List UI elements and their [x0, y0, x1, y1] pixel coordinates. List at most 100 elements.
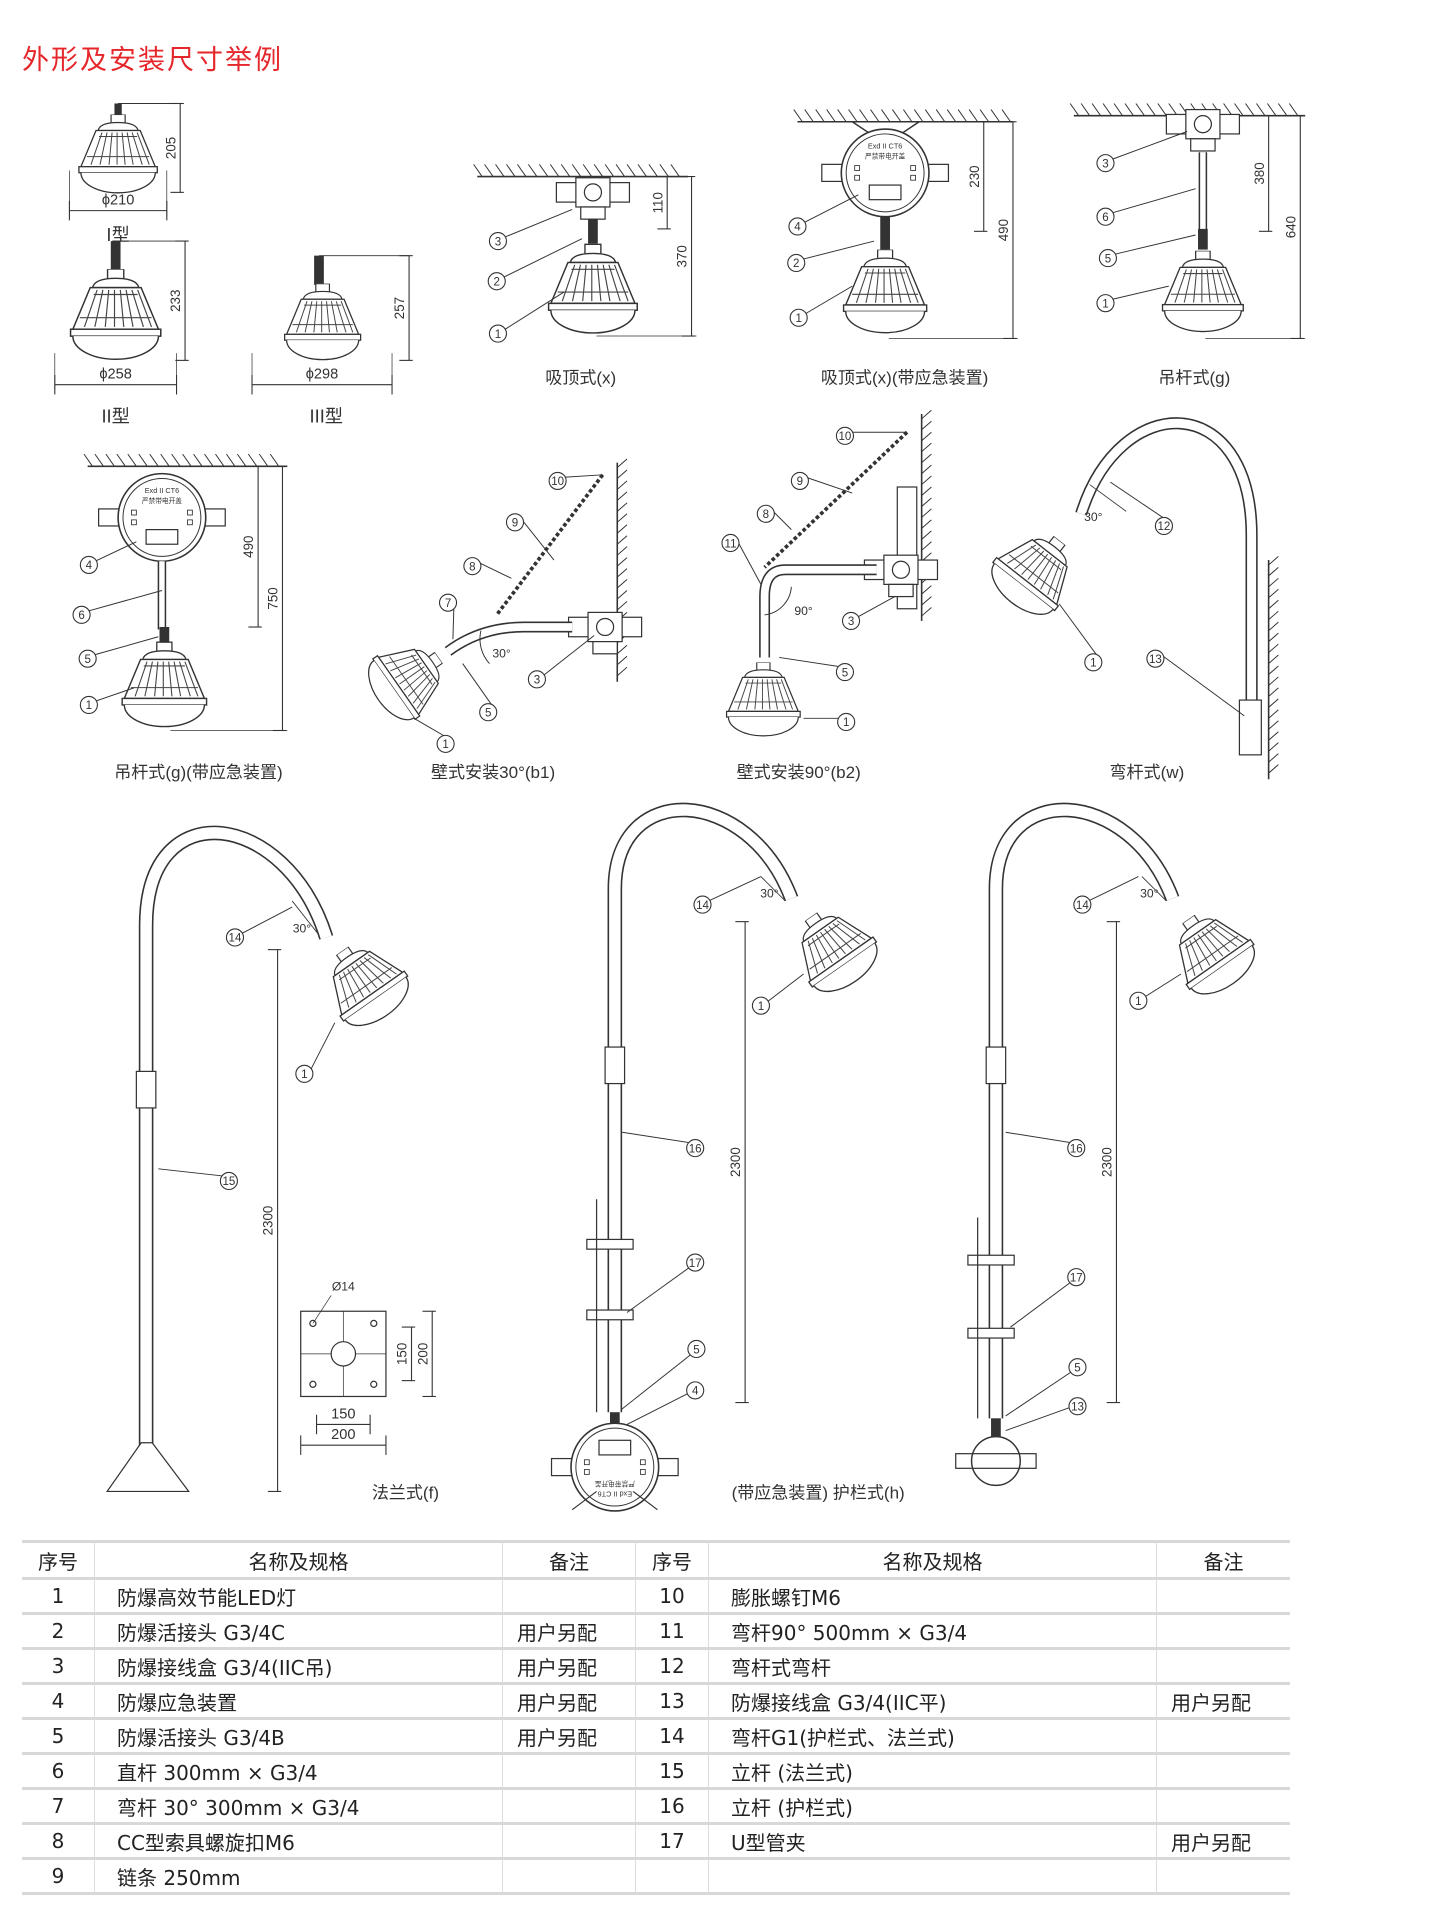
part-number: 8: [22, 1822, 95, 1860]
part-name: 防爆应急装置: [94, 1682, 503, 1720]
part-number: 2: [22, 1612, 95, 1650]
pole-joint: [985, 1046, 1007, 1085]
callout-number: 10: [551, 476, 564, 488]
dimension-value: 750: [266, 587, 281, 609]
part-number: 13: [635, 1682, 709, 1720]
ceiling-hatch: [149, 453, 159, 467]
part-name: 防爆高效节能LED灯: [94, 1577, 503, 1615]
wall-hatch: [921, 519, 932, 529]
part-note: 用户另配: [502, 1647, 636, 1685]
led-lamp-icon: [1161, 250, 1244, 333]
callout-circle: [789, 308, 808, 327]
ceiling-hatch: [979, 109, 990, 123]
callout-number: 4: [86, 560, 93, 572]
callout-number: 1: [495, 329, 501, 341]
callout-circle: [1096, 294, 1115, 313]
bolt-hole-icon: [309, 1380, 317, 1388]
ceiling-hatch: [1069, 103, 1080, 116]
part-name: 弯杆G1(护栏式、法兰式): [708, 1717, 1157, 1755]
wall-hatch: [1268, 577, 1279, 588]
wall-hatch: [1268, 731, 1279, 741]
callout-leader: [856, 596, 896, 618]
figure-caption: 法兰式(f): [372, 1484, 439, 1503]
ceiling-hatch: [193, 453, 203, 467]
dimension-value: 110: [650, 192, 665, 213]
ceiling-hatch: [848, 109, 858, 123]
callout-number: 1: [86, 700, 92, 712]
hole-diameter: Ø14: [332, 1280, 355, 1294]
dimension-value: 2300: [261, 1206, 276, 1236]
ceiling-hatch: [258, 453, 269, 467]
callout-circle: [78, 649, 97, 668]
callout-leader: [503, 291, 564, 331]
callout-number: 1: [1135, 996, 1141, 1008]
ceiling-hatch: [247, 453, 258, 467]
wall-hatch: [921, 442, 932, 453]
wall-hatch: [1268, 687, 1279, 697]
page-title: 外形及安装尺寸举例: [22, 45, 283, 76]
callout-number: 5: [693, 1344, 699, 1356]
callout-circle: [1073, 895, 1092, 914]
figure-caption: 壁式安装90°(b2): [737, 763, 861, 782]
callout-number: 13: [1149, 654, 1162, 666]
part-number: 11: [635, 1612, 709, 1650]
ceiling-hatch: [957, 109, 968, 123]
part-note: [502, 1822, 636, 1860]
ceiling-hatch: [826, 109, 836, 123]
callout-number: 3: [534, 675, 540, 687]
box-marking: Exd II CT6: [145, 486, 179, 495]
wall-hatch: [921, 486, 932, 496]
ceiling-hatch: [484, 164, 494, 177]
wall-hatch: [616, 535, 628, 545]
part-number: 4: [22, 1682, 95, 1720]
part-note: [502, 1787, 636, 1825]
callout-leader: [805, 476, 853, 494]
callout-leader: [708, 876, 762, 902]
ceiling-hatch: [495, 164, 505, 177]
ceiling-hatch: [83, 453, 93, 467]
indicator-icon: [131, 519, 137, 526]
angle-label: 90°: [794, 604, 813, 618]
emergency-box-window: [868, 184, 902, 201]
wall-hatch: [921, 596, 932, 606]
box-marking: 严禁带电开盖: [865, 151, 905, 160]
u-clamp: [586, 1309, 634, 1321]
emergency-box-rim: [122, 477, 202, 557]
ceiling-hatch: [1001, 109, 1011, 123]
callout-number: 5: [842, 667, 848, 679]
figure-caption: I型: [106, 224, 129, 245]
ceiling-hatch: [105, 453, 115, 467]
ceiling-hatch: [892, 109, 902, 123]
part-number: 12: [635, 1647, 709, 1685]
figure-caption: 壁式安装30°(b1): [431, 763, 555, 782]
callout-circle: [488, 231, 508, 251]
part-number: 7: [22, 1787, 95, 1825]
ceiling-hatch: [1223, 103, 1233, 116]
callout-number: 2: [494, 277, 500, 289]
part-number: 16: [635, 1787, 709, 1825]
figure-caption: 吊杆式(g): [1158, 369, 1230, 388]
callout-number: 1: [1090, 658, 1096, 670]
callout-circle: [1068, 1397, 1087, 1416]
dimension-value: ϕ258: [99, 367, 132, 383]
junction-box-neck: [888, 583, 914, 598]
header-no: 序号: [22, 1540, 95, 1580]
ceiling-hatch: [506, 164, 516, 177]
angle-label: 30°: [760, 886, 779, 900]
box-marking: 严禁带电开盖: [142, 496, 182, 505]
ceiling-hatch: [182, 453, 192, 467]
junction-box-cover: [891, 560, 911, 579]
callout-circle: [79, 695, 98, 715]
angle-arc: [479, 630, 490, 664]
led-lamp-icon: [356, 626, 461, 731]
callout-leader: [771, 509, 792, 530]
callout-circle: [487, 272, 506, 291]
chain: [495, 473, 605, 616]
callout-circle: [219, 1171, 238, 1191]
wall-hatch: [921, 475, 932, 485]
dimension-value: 200: [331, 1427, 355, 1443]
